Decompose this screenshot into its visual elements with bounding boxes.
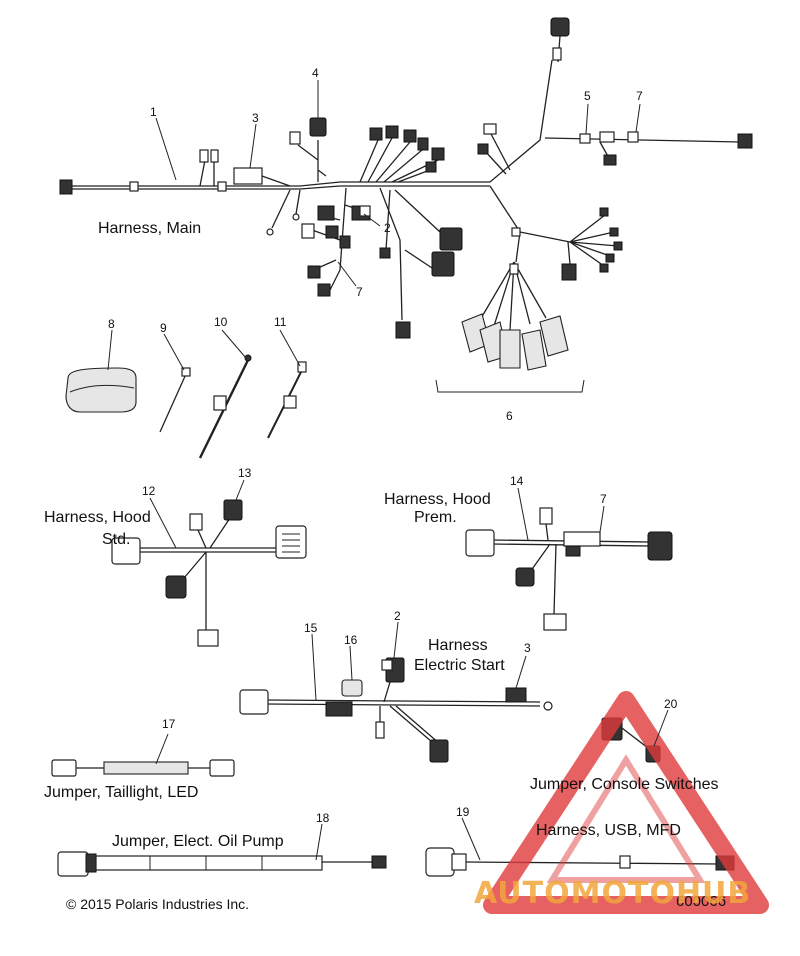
cable-tie-with-clip [198, 354, 252, 459]
callout-1: 1 [150, 105, 157, 119]
callout-5: 5 [584, 89, 591, 103]
label-jumper-console-switches: Jumper, Console Switches [530, 776, 719, 793]
label-harness-electric-start-line2: Electric Start [414, 657, 505, 674]
watermark-logo [483, 691, 769, 914]
label-harness-main: Harness, Main [98, 220, 201, 237]
callout-7-left: 7 [356, 285, 363, 299]
push-mount-tie [267, 361, 307, 439]
callout-7-top: 7 [636, 89, 643, 103]
callout-10: 10 [214, 315, 228, 329]
callout-4: 4 [312, 66, 319, 80]
callout-11: 11 [274, 315, 287, 329]
label-harness-hood-prem-line2: Prem. [414, 509, 457, 526]
callout-9: 9 [160, 321, 167, 335]
callout-16: 16 [344, 633, 358, 647]
callout-8: 8 [108, 317, 115, 331]
harness-electric-start [239, 657, 553, 763]
diagram-number: 600066 [676, 893, 726, 910]
callout-2-start: 2 [394, 609, 401, 623]
jumper-taillight [51, 759, 235, 777]
cable-tie [159, 367, 191, 433]
leader-lines [107, 80, 669, 861]
label-harness-electric-start-line1: Harness [428, 637, 488, 654]
label-harness-hood-prem-line1: Harness, Hood [384, 491, 491, 508]
callout-14: 14 [510, 474, 524, 488]
callout-7-prem: 7 [600, 492, 607, 506]
harness-hood-prem [465, 507, 673, 631]
conduit-sleeve [65, 367, 137, 413]
main-harness [59, 17, 753, 371]
copyright-text: © 2015 Polaris Industries Inc. [66, 896, 249, 912]
callout-18: 18 [316, 811, 330, 825]
callout-13: 13 [238, 466, 252, 480]
label-harness-hood-std-line1: Harness, Hood [44, 509, 151, 526]
callout-6: 6 [506, 409, 513, 423]
harness-hood-std [111, 499, 307, 647]
callout-3-start: 3 [524, 641, 531, 655]
callout-3: 3 [252, 111, 259, 125]
callout-12: 12 [142, 484, 156, 498]
injector-bracket [435, 379, 585, 393]
label-harness-hood-std-line2: Std. [102, 531, 130, 548]
callout-17: 17 [162, 717, 176, 731]
jumper-oil-pump [57, 851, 387, 877]
callout-20: 20 [664, 697, 678, 711]
callout-19: 19 [456, 805, 470, 819]
label-jumper-oil-pump: Jumper, Elect. Oil Pump [112, 833, 284, 850]
label-jumper-taillight: Jumper, Taillight, LED [44, 784, 198, 801]
callout-2-top: 2 [384, 221, 391, 235]
callout-15: 15 [304, 621, 318, 635]
label-harness-usb-mfd: Harness, USB, MFD [536, 822, 681, 839]
watermark-text: AUTOMOTOHUB [474, 876, 751, 911]
